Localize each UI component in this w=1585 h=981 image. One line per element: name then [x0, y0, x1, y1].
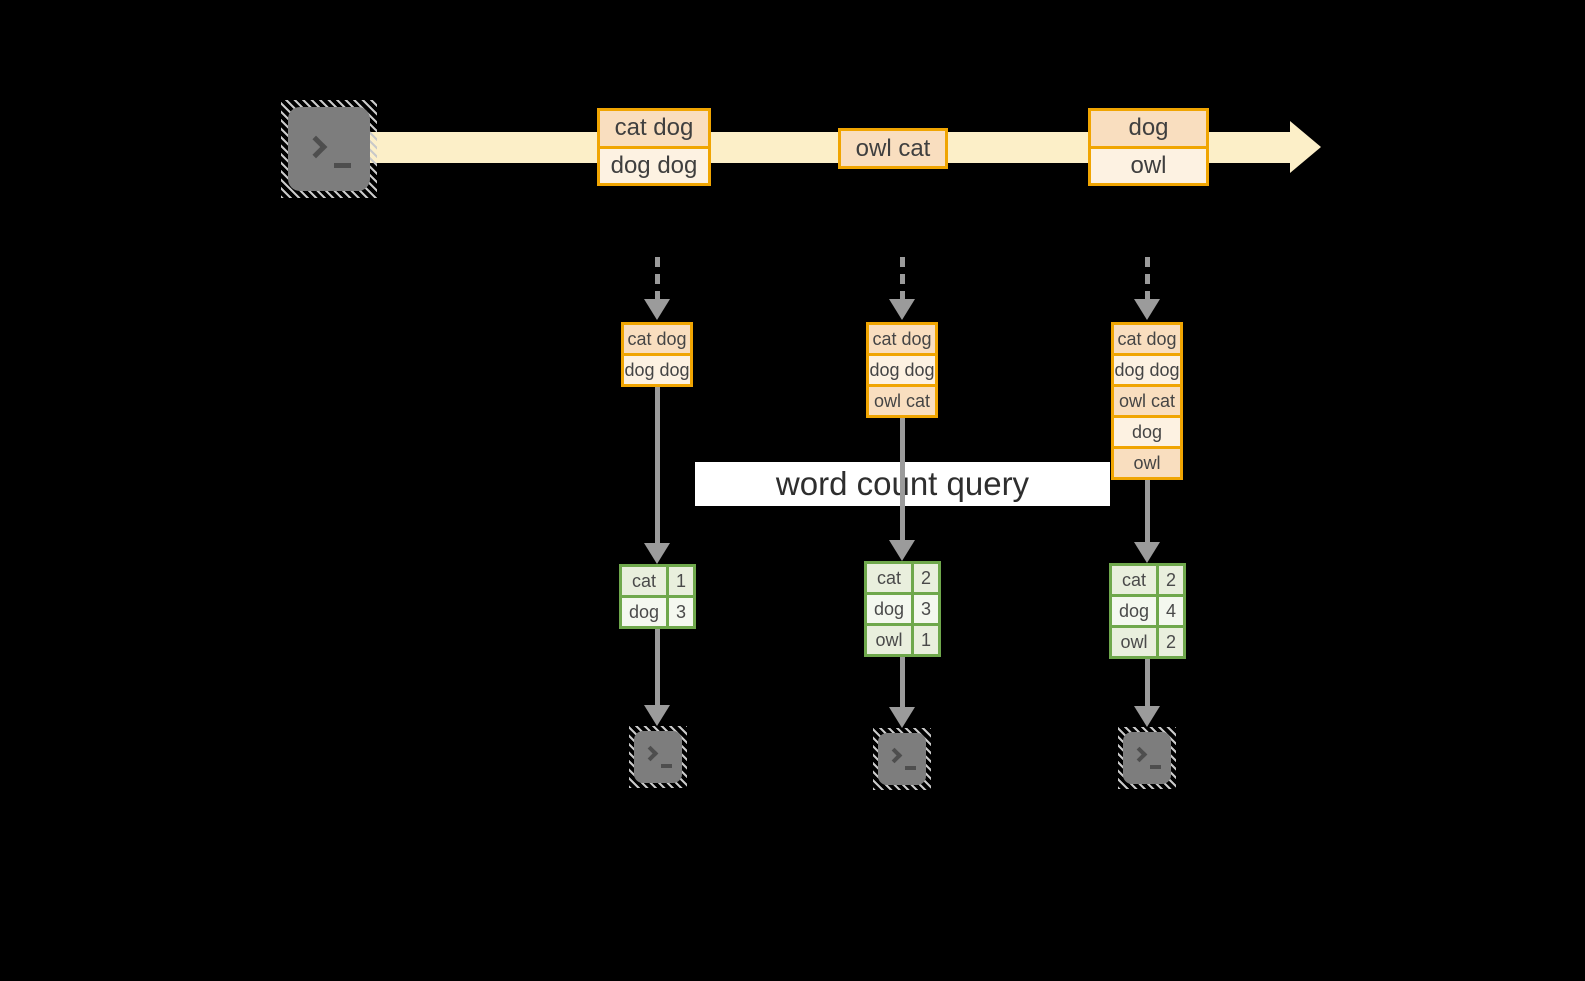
prompt-chevron-icon	[1131, 746, 1148, 763]
stream-event-line: dog dog	[600, 145, 708, 183]
count-cell: 2	[1159, 628, 1183, 656]
prompt-chevron-icon	[304, 135, 328, 159]
query-arrow-3	[1145, 477, 1150, 543]
event-buffer-2: cat dog dog dog owl cat	[866, 322, 938, 418]
ingest-arrow-2	[900, 257, 905, 301]
source-terminal-icon	[281, 100, 377, 198]
query-arrow-2	[900, 416, 905, 541]
word-cell: dog	[1112, 597, 1156, 625]
event-buffer-1: cat dog dog dog	[621, 322, 693, 387]
count-cell: 3	[669, 598, 693, 626]
word-cell: dog	[867, 595, 911, 623]
buffer-row: owl cat	[869, 384, 935, 415]
query-arrowhead-3-icon	[1134, 542, 1160, 563]
output-arrowhead-1-icon	[644, 705, 670, 726]
terminal-screen	[634, 731, 682, 783]
sink-terminal-icon-2	[873, 728, 931, 790]
prompt-underscore-icon	[905, 766, 916, 770]
count-cell: 1	[669, 567, 693, 595]
stream-arrowhead-icon	[1290, 121, 1321, 173]
output-arrowhead-2-icon	[889, 707, 915, 728]
ingest-arrowhead-3-icon	[1134, 299, 1160, 320]
word-cell: dog	[622, 598, 666, 626]
terminal-screen	[878, 733, 926, 785]
word-count-table-1: cat 1 dog 3	[619, 564, 696, 629]
stream-event-2: owl cat	[838, 128, 948, 169]
buffer-row: owl cat	[1114, 384, 1180, 415]
count-cell: 4	[1159, 597, 1183, 625]
word-count-table-3: cat 2 dog 4 owl 2	[1109, 563, 1186, 659]
output-arrowhead-3-icon	[1134, 706, 1160, 727]
query-arrowhead-2-icon	[889, 540, 915, 561]
stream-event-line: dog	[1091, 111, 1206, 146]
prompt-underscore-icon	[1150, 765, 1161, 769]
sink-terminal-icon-1	[629, 726, 687, 788]
stream-event-1: cat dog dog dog	[597, 108, 711, 186]
query-arrow-1	[655, 385, 660, 545]
buffer-row: dog	[1114, 415, 1180, 446]
buffer-row: cat dog	[869, 325, 935, 353]
word-cell: owl	[1112, 628, 1156, 656]
output-arrow-2	[900, 657, 905, 707]
count-cell: 1	[914, 626, 938, 654]
ingest-arrowhead-2-icon	[889, 299, 915, 320]
word-cell: cat	[622, 567, 666, 595]
buffer-row: cat dog	[1114, 325, 1180, 353]
stream-event-line: cat dog	[600, 111, 708, 146]
buffer-row: dog dog	[1114, 353, 1180, 384]
event-buffer-3: cat dog dog dog owl cat dog owl	[1111, 322, 1183, 480]
buffer-row: cat dog	[624, 325, 690, 353]
prompt-chevron-icon	[886, 747, 903, 764]
count-cell: 2	[914, 564, 938, 592]
prompt-underscore-icon	[661, 764, 672, 768]
terminal-screen	[1123, 732, 1171, 784]
word-cell: owl	[867, 626, 911, 654]
stream-event-line: owl	[1091, 145, 1206, 183]
terminal-screen	[288, 107, 370, 191]
buffer-row: dog dog	[869, 353, 935, 384]
stream-event-line: owl cat	[841, 131, 945, 166]
count-cell: 3	[914, 595, 938, 623]
ingest-arrow-1	[655, 257, 660, 301]
stream-event-3: dog owl	[1088, 108, 1209, 186]
ingest-arrow-3	[1145, 257, 1150, 301]
word-cell: cat	[1112, 566, 1156, 594]
query-arrowhead-1-icon	[644, 543, 670, 564]
output-arrow-3	[1145, 659, 1150, 706]
prompt-chevron-icon	[642, 745, 659, 762]
ingest-arrowhead-1-icon	[644, 299, 670, 320]
prompt-underscore-icon	[334, 163, 351, 168]
buffer-row: owl	[1114, 446, 1180, 477]
word-cell: cat	[867, 564, 911, 592]
count-cell: 2	[1159, 566, 1183, 594]
sink-terminal-icon-3	[1118, 727, 1176, 789]
buffer-row: dog dog	[624, 353, 690, 384]
word-count-table-2: cat 2 dog 3 owl 1	[864, 561, 941, 657]
output-arrow-1	[655, 629, 660, 705]
